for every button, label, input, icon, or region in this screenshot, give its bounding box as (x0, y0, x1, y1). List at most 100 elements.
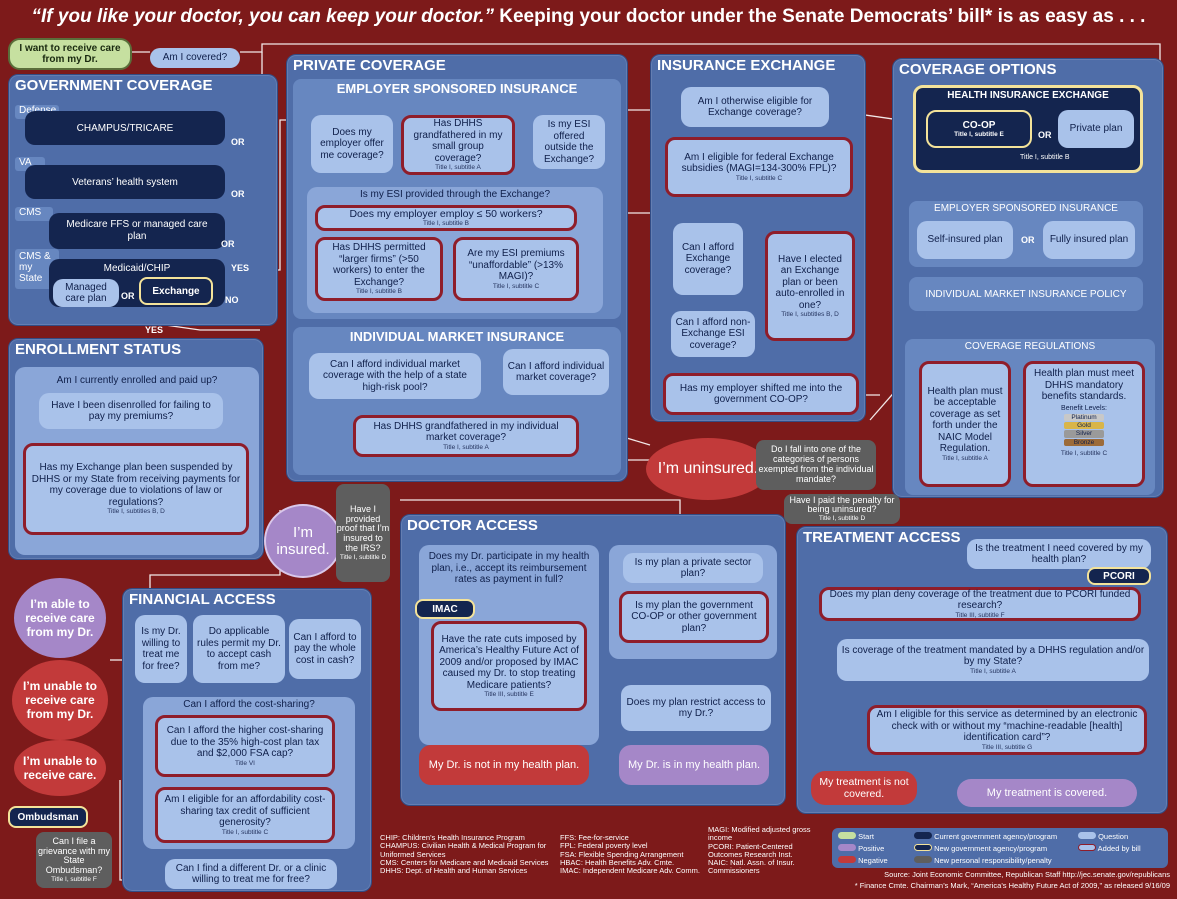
treatment-covered-question[interactable]: Is the treatment I need covered by my he… (967, 539, 1151, 569)
mandated-coverage-question[interactable]: Is coverage of the treatment mandated by… (837, 639, 1149, 681)
start-box[interactable]: I want to receive care from my Dr. (8, 38, 132, 70)
individual-market-title: INDIVIDUAL MARKET INSURANCE (349, 329, 565, 344)
self-insured-plan: Self-insured plan (917, 221, 1013, 259)
insured-oval: I’m insured. (264, 504, 342, 578)
larger-firms-question[interactable]: Has DHHS permitted “larger firms” (>50 w… (315, 237, 443, 301)
coverage-options-title: COVERAGE OPTIONS (899, 61, 1057, 78)
grievance-question[interactable]: Can I file a grievance with my State Omb… (36, 832, 112, 888)
or-label: OR (1021, 235, 1035, 245)
plan-suspended-question[interactable]: Has my Exchange plan been suspended by D… (23, 443, 249, 535)
financial-access-panel: FINANCIAL ACCESS Is my Dr. willing to tr… (122, 588, 372, 892)
abbreviations-col2: FFS: Fee-for-service FPL: Federal povert… (560, 833, 700, 875)
private-coverage-title: PRIVATE COVERAGE (293, 57, 446, 74)
fully-insured-plan: Fully insured plan (1043, 221, 1135, 259)
treatment-not-covered: My treatment is not covered. (811, 771, 917, 805)
pcori-deny-question[interactable]: Does my plan deny coverage of the treatm… (819, 587, 1141, 621)
employer-offer-question[interactable]: Does my employer offer me coverage? (311, 115, 393, 173)
eligibility-check-question[interactable]: Am I eligible for this service as determ… (867, 705, 1147, 755)
or-label: OR (221, 239, 235, 249)
penalty-question[interactable]: Have I paid the penalty for being uninsu… (784, 494, 900, 524)
higher-cost-sharing-question[interactable]: Can I afford the higher cost-sharing due… (155, 715, 335, 777)
benefit-level-platinum: Platinum (1064, 413, 1104, 422)
premiums-unaffordable-question[interactable]: Are my ESI premiums “unaffordable” (>13%… (453, 237, 579, 301)
non-exchange-esi-question[interactable]: Can I afford non-Exchange ESI coverage? (671, 311, 755, 357)
tax-credit-question[interactable]: Am I eligible for an affordability cost-… (155, 787, 335, 843)
or-label: OR (231, 189, 245, 199)
able-to-receive-care: I’m able to receive care from my Dr. (14, 578, 106, 658)
afford-exchange-question[interactable]: Can I afford Exchange coverage? (673, 223, 743, 295)
cms-label: CMS (15, 207, 53, 221)
treatment-covered: My treatment is covered. (957, 779, 1137, 807)
government-coverage-title: GOVERNMENT COVERAGE (15, 77, 213, 94)
or-label: OR (231, 137, 245, 147)
benefit-level-gold: Gold (1064, 422, 1104, 430)
disenrolled-question[interactable]: Have I been disenrolled for failing to p… (39, 393, 223, 429)
government-coverage-panel: GOVERNMENT COVERAGE Defense CHAMPUS/TRIC… (8, 74, 278, 335)
page-title: “If you like your doctor, you can keep y… (31, 6, 1146, 27)
exchange-tag: Exchange (139, 277, 213, 305)
grandfathered-individual-question[interactable]: Has DHHS grandfathered in my individual … (353, 415, 579, 457)
source-note: Source: Joint Economic Committee, Republ… (884, 870, 1170, 879)
esi-title: EMPLOYER SPONSORED INSURANCE (336, 81, 578, 96)
benefit-level-silver: Silver (1064, 430, 1104, 438)
esi-options-box: EMPLOYER SPONSORED INSURANCE Self-insure… (909, 201, 1143, 267)
doctor-access-panel: DOCTOR ACCESS Does my Dr. participate in… (400, 514, 786, 806)
abbreviations-col3: MAGI: Modified adjusted gross income PCO… (708, 825, 811, 876)
no-label: NO (225, 295, 239, 305)
footnote: * Finance Cmte. Chairman’s Mark, “Americ… (854, 881, 1170, 890)
imac-tag: IMAC (415, 599, 475, 619)
insurance-exchange-panel: INSURANCE EXCHANGE Am I otherwise eligib… (650, 54, 866, 422)
pcori-tag: PCORI (1087, 567, 1151, 585)
subsidies-question[interactable]: Am I eligible for federal Exchange subsi… (665, 137, 853, 197)
legend-box: Start Positive Negative Current governme… (832, 828, 1168, 868)
rate-cuts-question[interactable]: Have the rate cuts imposed by America’s … (431, 621, 587, 711)
elected-plan-question[interactable]: Have I elected an Exchange plan or been … (765, 231, 855, 341)
employ-50-question[interactable]: Does my employer employ ≤ 50 workers?Tit… (315, 205, 577, 231)
unable-receive-care: I’m unable to receive care. (14, 740, 106, 796)
restrict-access-question[interactable]: Does my plan restrict access to my Dr.? (621, 685, 771, 731)
dr-not-in-plan: My Dr. is not in my health plan. (419, 745, 589, 785)
enrollment-status-panel: ENROLLMENT STATUS Am I currently enrolle… (8, 338, 264, 560)
irs-proof-question[interactable]: Have I provided proof that I’m insured t… (336, 484, 390, 582)
treatment-access-title: TREATMENT ACCESS (803, 529, 961, 546)
individual-market-policy-box: INDIVIDUAL MARKET INSURANCE POLICY (909, 277, 1143, 311)
esi-subpanel: EMPLOYER SPONSORED INSURANCE Does my emp… (293, 79, 621, 319)
cash-permitted-question[interactable]: Do applicable rules permit my Dr. to acc… (193, 615, 285, 683)
exempt-question[interactable]: Do I fall into one of the categories of … (756, 440, 876, 490)
different-dr-question[interactable]: Can I find a different Dr. or a clinic w… (165, 859, 337, 889)
yes-label: YES (231, 263, 250, 273)
or-label: OR (121, 291, 135, 301)
veterans-health-box: Veterans’ health system (25, 165, 225, 199)
dr-willing-free-question[interactable]: Is my Dr. willing to treat me for free? (135, 615, 187, 683)
esi-outside-exchange-question[interactable]: Is my ESI offered outside the Exchange? (533, 115, 605, 169)
private-sector-plan-question[interactable]: Is my plan a private sector plan? (623, 553, 763, 583)
unable-receive-care-from-dr: I’m unable to receive care from my Dr. (12, 660, 108, 740)
coverage-regulations-box: COVERAGE REGULATIONS Health plan must be… (905, 339, 1155, 495)
ombudsman-tag: Ombudsman (8, 806, 88, 828)
grandfathered-small-group-question[interactable]: Has DHHS grandfathered in my small group… (401, 115, 515, 175)
afford-individual-question[interactable]: Can I afford individual market coverage? (503, 349, 609, 395)
uninsured-oval: I’m uninsured. (646, 438, 770, 500)
private-coverage-panel: PRIVATE COVERAGE EMPLOYER SPONSORED INSU… (286, 54, 628, 482)
coverage-options-panel: COVERAGE OPTIONS HEALTH INSURANCE EXCHAN… (892, 58, 1164, 498)
doctor-access-title: DOCTOR ACCESS (407, 517, 538, 534)
medicare-box: Medicare FFS or managed care plan (49, 213, 225, 249)
benefit-level-bronze: Bronze (1064, 438, 1104, 447)
dhhs-benefits-requirement: Health plan must meet DHHS mandatory ben… (1023, 361, 1145, 487)
individual-market-subpanel: INDIVIDUAL MARKET INSURANCE Can I afford… (293, 327, 621, 475)
managed-care-plan-box: Managed care plan (53, 279, 119, 307)
government-plan-question[interactable]: Is my plan the government CO-OP or other… (619, 591, 769, 643)
yes-label: YES (145, 325, 164, 335)
high-risk-pool-question[interactable]: Can I afford individual market coverage … (309, 353, 481, 399)
private-plan-box: Private plan (1058, 110, 1134, 148)
shifted-coop-question[interactable]: Has my employer shifted me into the gove… (663, 373, 859, 415)
insurance-exchange-title: INSURANCE EXCHANGE (657, 57, 836, 74)
abbreviations-col1: CHIP: Children’s Health Insurance Progra… (380, 833, 549, 875)
or-label: OR (1038, 130, 1052, 140)
whole-cost-cash-question[interactable]: Can I afford to pay the whole cost in ca… (289, 619, 361, 679)
eligible-exchange-question[interactable]: Am I otherwise eligible for Exchange cov… (681, 87, 829, 127)
hie-ref: Title I, subtitle B (1020, 154, 1070, 161)
am-i-covered-question[interactable]: Am I covered? (150, 48, 240, 68)
